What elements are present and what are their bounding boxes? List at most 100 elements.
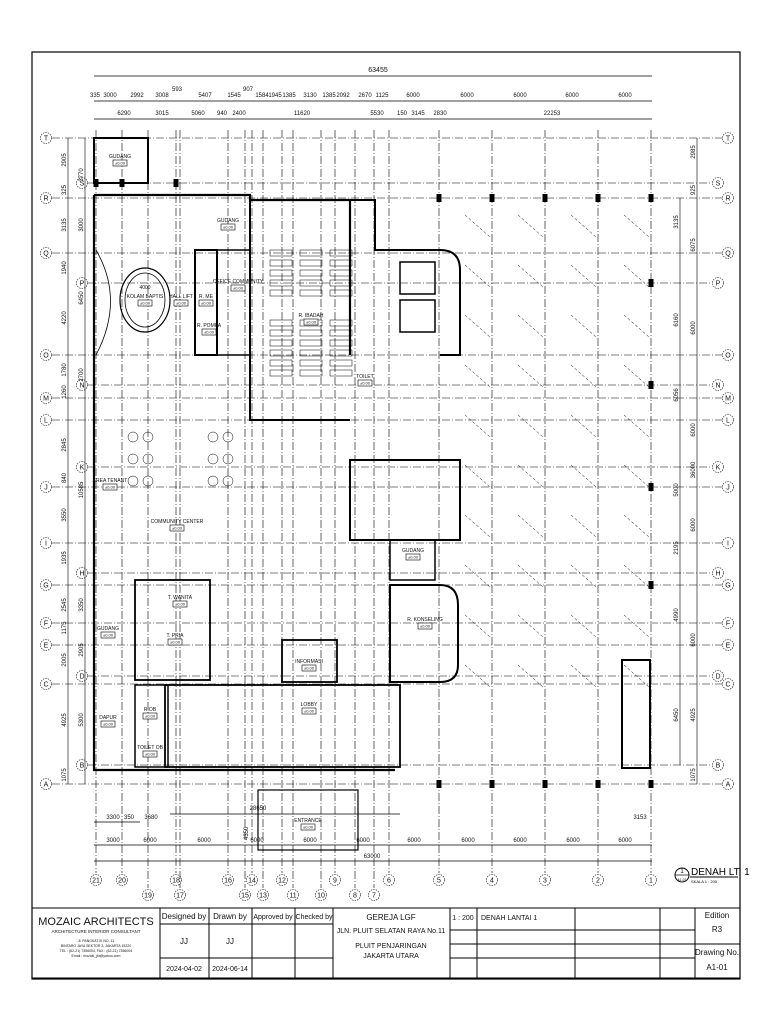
checked-by-label: Checked by [296,914,333,921]
ramp-hatch [464,214,491,238]
grid-label-col-3: 3 [543,878,547,885]
room-label-gudang: GUDANG [97,626,119,632]
dim-top-row2: 3015 [155,111,169,117]
ramp-hatch [464,264,491,288]
drawn-by-label: Drawn by [213,912,247,921]
room-level-box [172,600,188,608]
ramp-hatch [623,364,650,388]
designed-by-label: Designed by [162,912,206,921]
grid-bubble-row-I-right [722,537,734,549]
dim-top-row1: 1584 [255,93,269,99]
grid-bubble-col-17 [174,889,186,901]
room-level: ±0.00 [304,709,315,714]
grid-label-row-A-right: A [726,782,731,789]
room-level: ±0.00 [176,301,187,306]
edition-value: R3 [712,925,723,934]
room-label-office-community: OFFICE COMMUNITY [213,279,264,285]
grid-bubble-col-20 [116,874,128,886]
room-label-r-ob: R.OB [144,707,157,713]
dim-top-row2: 5530 [370,111,384,117]
room-label-toilet: TOILET [356,374,373,380]
ramp-hatch [623,464,650,488]
ramp-hatch [464,464,491,488]
dim-bottom-row1: 3153 [633,815,647,821]
scale: 1 : 200 [452,915,474,922]
grid-label-row-G-left: G [43,583,48,590]
room-level: ±0.00 [172,526,183,531]
view-number: 1 [680,869,684,875]
community-table [142,453,154,465]
room-label-toilet-ob: TOILET OB [137,745,164,751]
drawn-date: 2024-06-14 [212,966,248,973]
grid-bubble-row-C-right [722,678,734,690]
dim-left-col1: 3135 [62,218,68,232]
dim-right-col2: 2985 [691,145,697,159]
grid-label-col-13: 13 [259,893,267,900]
dim-bottom-row2: 3000 [106,838,120,844]
room-level-box [220,223,236,231]
wall-room-ne2 [399,299,436,333]
room-level-box [137,299,153,307]
ramp-hatch [623,314,650,338]
drawn-by-value: JJ [226,937,234,946]
structural-column [173,179,179,187]
dim-right-col1: 3135 [674,215,680,229]
wall-meeting [349,459,461,541]
view-title: DENAH LT. 1 [691,867,750,878]
hall-seat-row [269,259,293,267]
room-label-gudang: GUDANG [217,218,239,224]
room-level: ±0.00 [408,555,419,560]
ramp-hatch [623,514,650,538]
edition-label: Edition [705,911,729,920]
wall-informasi [281,639,338,683]
ramp-hatch [517,264,544,288]
community-table [222,475,234,487]
hall-seat-row [269,339,293,347]
ramp-hatch [464,614,491,638]
grid-label-row-A-left: A [44,782,49,789]
grid-bubble-row-N-right [712,379,724,391]
dim-top-row2: 11620 [294,111,311,117]
grid-bubble-col-9 [329,874,341,886]
kolam-baptis-inner [124,272,166,328]
grid-label-row-K-left: K [80,465,85,472]
grid-label-row-D-left: D [79,674,84,681]
room-level: ±0.00 [201,301,212,306]
room-level: ±0.00 [145,752,156,757]
grid-label-col-18: 18 [172,878,180,885]
grid-label-row-H-left: H [79,571,84,578]
hall-seat-row [299,359,323,367]
dim-bottom-row2: 6000 [356,838,370,844]
ramp-hatch [570,564,597,588]
room-label-t-wanita: T. WANITA [168,595,193,601]
grid-bubble-row-L-left [40,414,52,426]
dim-bottom-row2: 6000 [566,838,580,844]
structural-column [119,179,125,187]
room-label-t-pria: T. PRIA [167,633,185,639]
wall-toilets [134,579,211,681]
grid-bubble-col-12 [276,874,288,886]
dim-top-row2: 940 [217,111,228,117]
dim-top-row1: 907 [243,87,254,93]
ramp-hatch [464,514,491,538]
project-name: GEREJA LGF [366,913,415,922]
ramp-hatch [623,414,650,438]
community-table [127,475,139,487]
room-level: ±0.00 [204,330,215,335]
hall-seat-row [269,279,293,287]
structural-column [595,780,601,788]
grid-label-row-M-left: M [43,396,49,403]
grid-bubble-row-K-right [712,461,724,473]
grid-label-row-O-left: O [43,353,49,360]
hall-seat-row [299,369,323,377]
ramp-hatch [517,214,544,238]
dim-left-col2: 3770 [79,168,85,182]
dim-top-row1: 2992 [130,93,144,99]
room-level: ±0.00 [103,722,114,727]
room-level-box [405,553,421,561]
grid-label-row-I-left: I [45,541,47,548]
room-level-box [112,159,128,167]
grid-label-col-7: 7 [372,893,376,900]
dim-right-col2: 6000 [691,423,697,437]
